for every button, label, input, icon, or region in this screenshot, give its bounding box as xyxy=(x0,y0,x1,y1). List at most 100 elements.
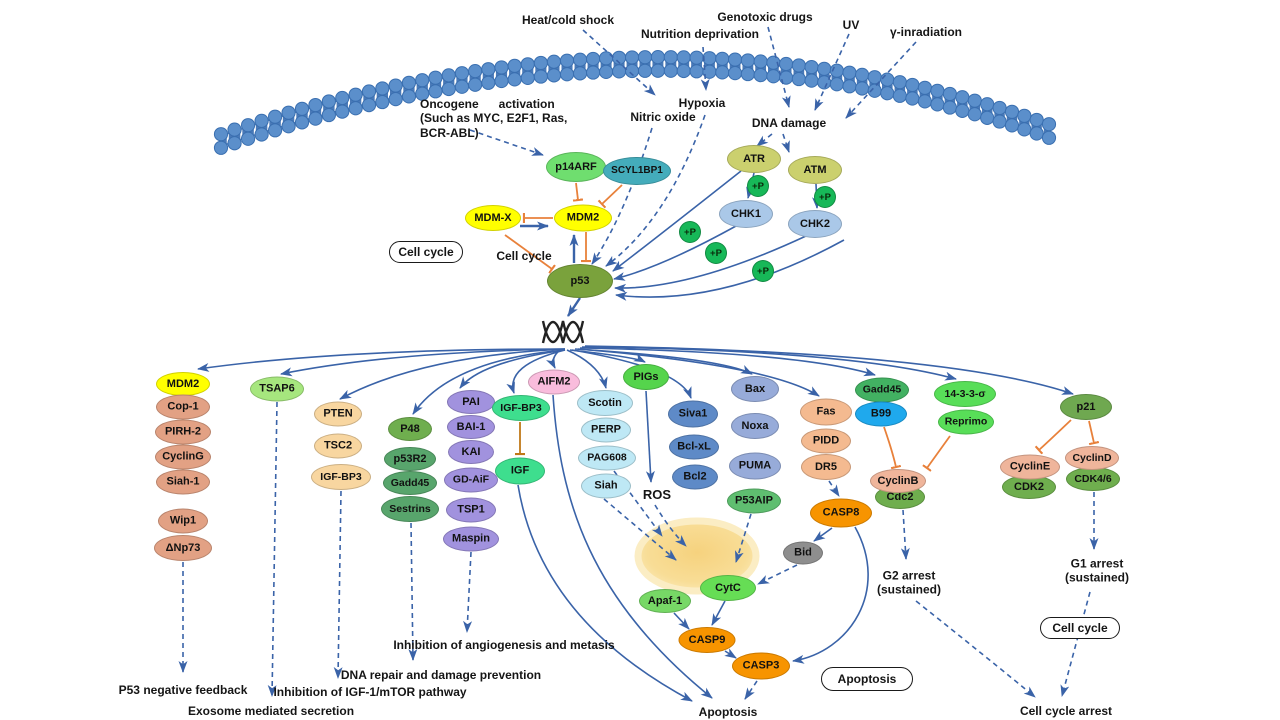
label-exosome-mediated-secretion: Exosome mediated secretion xyxy=(187,703,355,718)
node-s14-3-3: 14-3-3-σ xyxy=(934,381,996,407)
node-pten: PTEN xyxy=(314,401,362,427)
node-cyclinb: CyclinB xyxy=(870,469,926,493)
edge-fan-p21 xyxy=(584,345,1074,395)
node-bcl-xl: Bcl-xL xyxy=(669,434,719,460)
edge-scyl1bp1-inh-mdm2 xyxy=(602,184,623,204)
edge-fan-tsap6 xyxy=(280,348,566,377)
label-cell-cycle-arrest: Cell cycle arrest xyxy=(1019,703,1113,718)
node-p14arf: p14ARF xyxy=(546,152,606,182)
phospho-badge: +P xyxy=(705,242,727,264)
edge-casp3-to-apoptosis xyxy=(744,680,758,700)
edge-apaf1-to-casp9 xyxy=(673,612,690,630)
node-casp8: CASP8 xyxy=(810,498,872,528)
edge-atr-to-p53 xyxy=(612,170,742,272)
edge-fan-mdm2 xyxy=(197,348,566,372)
node-atr: ATR xyxy=(727,145,781,173)
edge-uv-to-dna xyxy=(814,33,850,111)
edge-right-to-p53 xyxy=(615,239,845,301)
edge-ros-to-mito xyxy=(654,504,687,547)
node-igf: IGF xyxy=(495,457,545,485)
node-bid: Bid xyxy=(783,541,823,565)
node-maspin: Maspin xyxy=(443,526,499,552)
edge-reprimo-inh-cyclinb xyxy=(927,435,951,468)
node-tsp1: TSP1 xyxy=(446,497,496,523)
node-scyl1bp1: SCYL1BP1 xyxy=(603,157,671,185)
node-dr5: DR5 xyxy=(801,454,851,480)
label-apoptosis-bottom: Apoptosis xyxy=(698,704,758,719)
edge-tsap6-to-exosome xyxy=(267,401,278,697)
node-gadd45-right: Gadd45 xyxy=(855,377,909,403)
edge-maspin-to-angiogenesis xyxy=(463,551,473,633)
edge-fan-1433 xyxy=(581,346,957,381)
edge-fan-p48 xyxy=(412,349,566,415)
node-pag608: PAG608 xyxy=(578,445,636,471)
node-pai: PAI xyxy=(447,390,495,414)
label-gamma-irradiation: γ-inradiation xyxy=(889,24,963,39)
node-p53aip: P53AIP xyxy=(727,488,781,514)
edge-p21-inh-cyclind xyxy=(1088,420,1094,443)
dna-helix-icon xyxy=(541,320,585,344)
edge-hypoxia-to-p53 xyxy=(605,114,706,267)
node-kai: KAI xyxy=(448,440,494,464)
node-reprimo: Reprimo xyxy=(938,409,994,435)
edge-chk2-to-p53 xyxy=(614,235,807,293)
edge-genotoxic-to-dna xyxy=(767,26,791,108)
node-gadd45-left: Gadd45 xyxy=(383,471,437,495)
edge-bid-to-cytc xyxy=(757,564,798,585)
node-cdk46: CDK4/6 xyxy=(1066,467,1120,491)
node-sestrins: Sestrins xyxy=(381,496,439,522)
node-chk2: CHK2 xyxy=(788,210,842,238)
label-inhibition-angiogenesis: Inhibition of angiogenesis and metasis xyxy=(393,637,615,652)
label-g2-arrest: G2 arrest (sustained) xyxy=(876,568,942,597)
node-apaf-1: Apaf-1 xyxy=(639,589,691,613)
edge-cdc2-to-g2 xyxy=(900,509,910,560)
edge-casp8-to-bid xyxy=(813,527,833,542)
label-heat-cold-shock: Heat/cold shock xyxy=(521,12,615,27)
node-cyclind: CyclinD xyxy=(1065,446,1119,470)
boxed-label-apoptosis-box: Apoptosis xyxy=(821,667,913,691)
node-igf-bp3-green: IGF-BP3 xyxy=(492,395,550,421)
node-bax: Bax xyxy=(731,376,779,402)
edge-b99-inh-cyclinb xyxy=(883,426,896,467)
phospho-badge: +P xyxy=(747,175,769,197)
edge-cytc-to-casp9 xyxy=(711,600,726,626)
node-puma: PUMA xyxy=(729,452,781,480)
node-noxa: Noxa xyxy=(731,413,779,439)
node-cytc: CytC xyxy=(700,575,756,601)
edge-nutrition-to-hypoxia xyxy=(700,46,710,91)
boxed-label-cell-cycle-box-1: Cell cycle xyxy=(389,241,463,263)
node-p21: p21 xyxy=(1060,394,1112,420)
node-scotin: Scotin xyxy=(577,390,633,416)
label-dna-damage: DNA damage xyxy=(751,115,827,130)
edge-casp8-to-casp3 xyxy=(792,526,869,664)
edge-aifm2-to-apoptosis xyxy=(552,394,713,699)
node-tsc2: TSC2 xyxy=(314,433,362,459)
node-p53: p53 xyxy=(547,264,613,298)
node-cycling: CyclinG xyxy=(155,444,211,470)
node-fas: Fas xyxy=(800,398,852,426)
edge-fan-pten xyxy=(339,348,566,400)
edge-fan-igfbp3 xyxy=(506,349,566,394)
node-pigs: PIGs xyxy=(623,364,669,390)
label-cell-cycle-free: Cell cycle xyxy=(496,248,552,263)
edge-oncogene-to-p14arf xyxy=(469,129,544,156)
node-dnp73: ΔNp73 xyxy=(154,535,212,561)
node-p48: P48 xyxy=(388,417,432,441)
node-mdm2-top: MDM2 xyxy=(554,204,612,232)
label-oncogene-activation: Oncogene activation (Such as MYC, E2F1, … xyxy=(420,97,568,140)
node-pirh-2: PIRH-2 xyxy=(155,419,211,445)
edge-p14arf-inh-mdm2 xyxy=(576,182,578,200)
node-bcl2: Bcl2 xyxy=(672,464,718,490)
edge-casp9-to-casp3 xyxy=(724,648,737,659)
node-aifm2: AIFM2 xyxy=(528,369,580,395)
mitochondria xyxy=(634,517,760,595)
edge-igf-to-apoptosis xyxy=(517,484,693,702)
node-cdk2: CDK2 xyxy=(1002,475,1056,499)
label-ros: ROS xyxy=(642,487,672,503)
edge-mdmx-inh-p53 xyxy=(504,234,552,269)
node-wip1: Wip1 xyxy=(158,508,208,534)
edge-p53-to-dna-helix xyxy=(567,297,581,317)
edge-fan-pai xyxy=(459,349,566,389)
